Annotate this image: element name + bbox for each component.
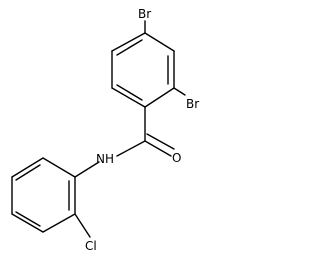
ring-bond	[111, 87, 146, 108]
c-br-bond-right	[173, 87, 186, 96]
c-cl-bond	[74, 213, 91, 238]
atom-label-br-top: Br	[138, 7, 151, 21]
ring-double-bond	[116, 39, 143, 56]
chemical-structure-diagram: Br Br O NH Cl	[11, 7, 199, 253]
ring-double-bond	[15, 211, 41, 227]
carbonyl-n-bond	[116, 140, 146, 157]
ring-bond	[42, 213, 76, 233]
atom-label-br-right: Br	[186, 97, 199, 111]
carbonyl-double-bond-b	[146, 133, 175, 150]
ring-bond	[11, 213, 44, 233]
ring-double-bond	[116, 84, 143, 101]
chlorophenyl-ring	[11, 157, 76, 233]
atom-label-amide-nh: NH	[96, 152, 114, 166]
atom-label-chlorine: Cl	[85, 239, 97, 253]
ring-bond	[111, 32, 146, 52]
ring-bond	[144, 32, 175, 52]
ring-bond	[11, 157, 44, 178]
n-aryl-bond	[74, 161, 100, 178]
ring-bond	[144, 87, 175, 108]
atom-label-oxygen: O	[172, 151, 181, 165]
ring-bond	[42, 157, 76, 178]
ring-double-bond	[15, 164, 41, 181]
carbonyl-double-bond-a	[144, 140, 172, 157]
dibromophenyl-ring	[111, 32, 175, 108]
